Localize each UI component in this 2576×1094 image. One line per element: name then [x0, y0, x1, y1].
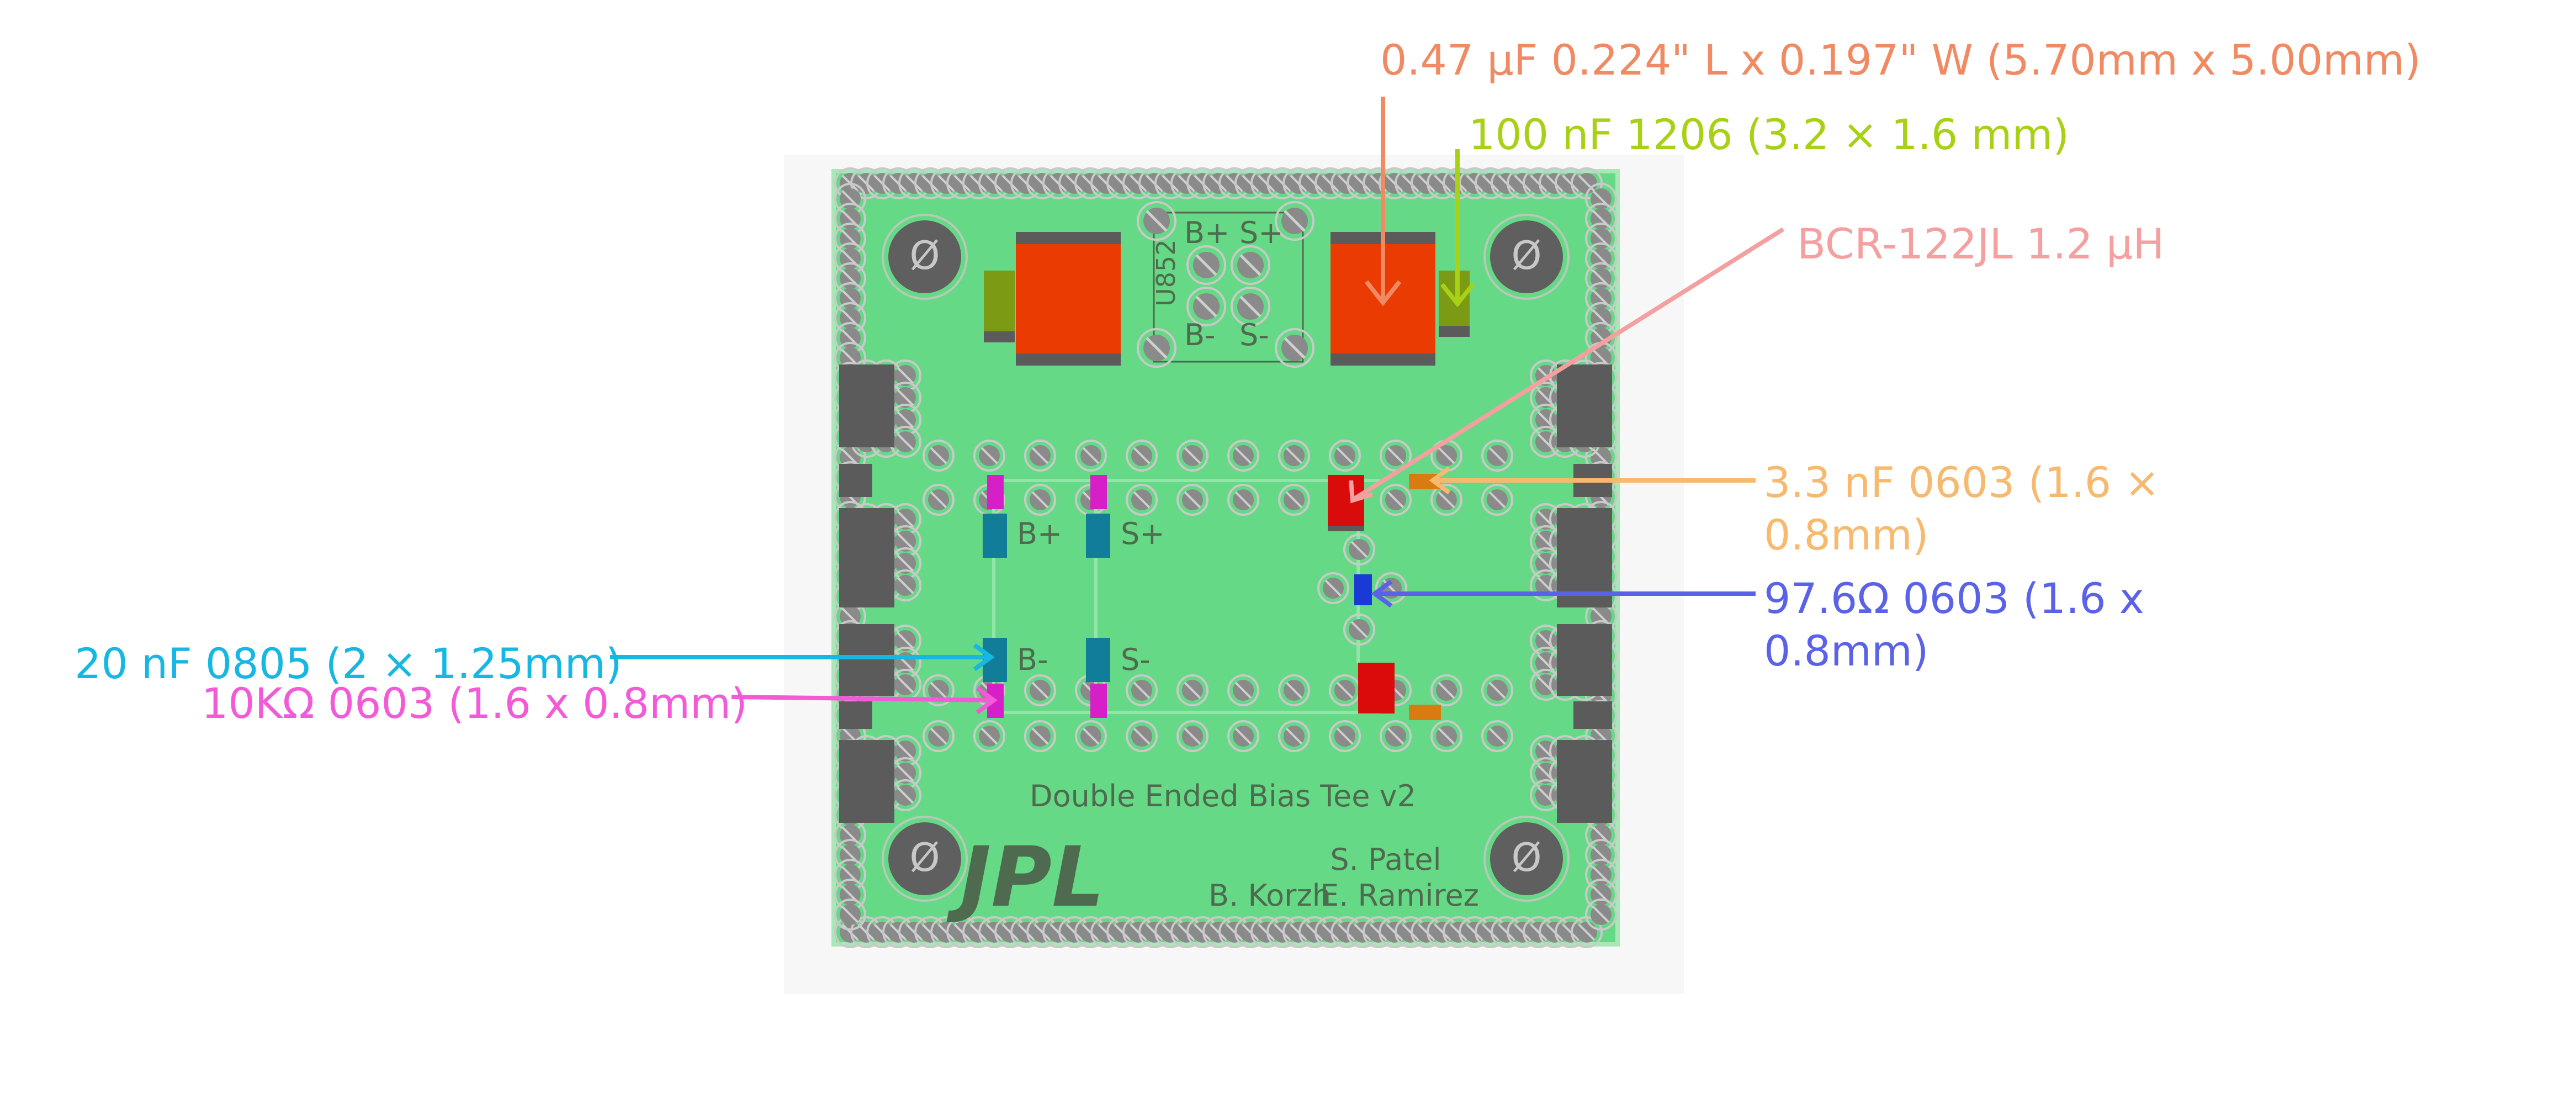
annotation-arrows	[610, 97, 1785, 715]
label-cap-100nf: 100 nF 1206 (3.2 × 1.6 mm)	[1469, 110, 2069, 159]
author-e-ramirez: E. Ramirez	[1320, 878, 1479, 913]
via-hole	[1329, 720, 1361, 752]
via-hole	[1380, 484, 1412, 516]
via-hole	[1278, 674, 1310, 706]
via-hole	[1024, 720, 1056, 752]
via-hole	[923, 484, 955, 516]
side-connector-pads	[839, 364, 1612, 823]
svg-text:Ø: Ø	[909, 835, 940, 880]
via-hole	[1430, 720, 1462, 752]
mount-hole-bottom-right: Ø	[1483, 816, 1570, 902]
cap-100nf-right	[1439, 271, 1470, 337]
via-hole	[923, 720, 955, 752]
via-hole	[1126, 440, 1158, 472]
svg-text:Ø: Ø	[1511, 835, 1541, 880]
via-hole	[1585, 899, 1617, 931]
label-b-plus-top: B+	[1184, 215, 1229, 250]
via-hole	[1380, 720, 1412, 752]
via-hole	[1227, 720, 1259, 752]
mount-hole-top-left: Ø	[882, 214, 968, 300]
via-hole	[889, 569, 921, 601]
via-hole	[1227, 440, 1259, 472]
label-b-minus-top: B-	[1184, 318, 1216, 352]
via-hole	[1481, 440, 1513, 472]
label-s-minus-top: S-	[1239, 318, 1269, 352]
label-b-plus: B+	[1017, 516, 1062, 551]
res-976	[1354, 574, 1372, 605]
via-hole	[1126, 674, 1158, 706]
mount-hole-top-right: Ø	[1483, 214, 1570, 300]
cap-100nf-left	[984, 271, 1015, 342]
via-hole	[889, 779, 921, 811]
via-hole	[1227, 484, 1259, 516]
label-res-976-line1: 97.6Ω 0603 (1.6 x	[1764, 574, 2144, 623]
via-hole	[1278, 440, 1310, 472]
label-cap-047uf: 0.47 µF 0.224" L x 0.197" W (5.70mm x 5.…	[1380, 35, 2421, 84]
label-s-plus-top: S+	[1239, 215, 1284, 250]
mount-hole-bottom-left: Ø	[882, 816, 968, 902]
via-hole	[973, 440, 1005, 472]
via-hole	[1278, 720, 1310, 752]
inductor-top	[1328, 475, 1364, 531]
pcb-board	[831, 169, 1620, 947]
via-hole	[1278, 484, 1310, 516]
via-hole	[1075, 720, 1107, 752]
label-res-976-line2: 0.8mm)	[1764, 626, 1929, 675]
label-s-minus: S-	[1121, 642, 1151, 677]
label-cap-33nf-line1: 3.3 nF 0603 (1.6 ×	[1764, 458, 2160, 507]
svg-text:Ø: Ø	[1511, 233, 1541, 278]
via-hole	[1024, 674, 1056, 706]
via-hole	[1176, 440, 1209, 472]
via-hole	[1481, 720, 1513, 752]
via-hole	[1126, 720, 1158, 752]
inductor-bottom	[1358, 663, 1395, 714]
via-hole	[1024, 484, 1056, 516]
label-s-plus: S+	[1121, 516, 1165, 551]
via-hole	[1481, 484, 1513, 516]
via-hole	[1329, 440, 1361, 472]
connector-id: U852	[1151, 240, 1181, 306]
via-hole	[1430, 674, 1462, 706]
author-b-korzh: B. Korzh	[1209, 878, 1331, 913]
label-b-minus: B-	[1017, 642, 1048, 677]
cap-33nf-bottom	[1409, 705, 1441, 720]
board-title: Double Ended Bias Tee v2	[1030, 779, 1416, 813]
via-hole	[1176, 720, 1209, 752]
via-hole	[1176, 484, 1209, 516]
top-connector: B+ S+ B- S- U852	[1138, 202, 1313, 367]
via-hole	[1329, 674, 1361, 706]
via-hole	[889, 426, 921, 458]
cap-047uf-left	[1016, 232, 1121, 366]
via-hole	[889, 669, 921, 701]
author-s-patel: S. Patel	[1330, 842, 1441, 877]
jpl-logo: JPL	[946, 829, 1104, 926]
label-cap-33nf-line2: 0.8mm)	[1764, 510, 1929, 559]
via-hole	[1481, 674, 1513, 706]
label-inductor: BCR-122JL 1.2 µH	[1797, 219, 2165, 268]
svg-text:Ø: Ø	[909, 233, 940, 278]
via-hole	[923, 440, 955, 472]
label-res-10k: 10KΩ 0603 (1.6 x 0.8mm)	[202, 679, 748, 728]
via-hole	[834, 899, 866, 931]
via-hole	[1126, 484, 1158, 516]
via-hole	[1024, 440, 1056, 472]
via-hole	[973, 720, 1005, 752]
label-cap-20nf: 20 nF 0805 (2 × 1.25mm)	[75, 639, 622, 688]
via-hole	[1075, 440, 1107, 472]
via-hole	[1176, 674, 1209, 706]
via-hole	[1227, 674, 1259, 706]
